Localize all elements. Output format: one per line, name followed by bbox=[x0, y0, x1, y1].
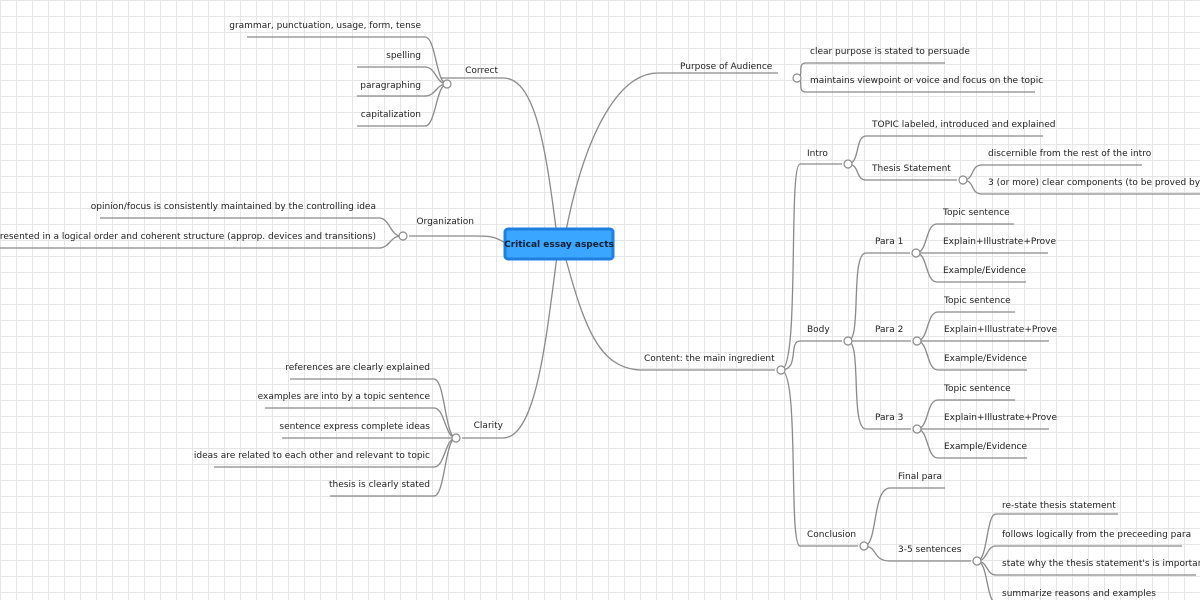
node-p1-example[interactable]: Example/Evidence bbox=[943, 266, 1026, 276]
node-conc-summarize[interactable]: summarize reasons and examples bbox=[1002, 589, 1156, 599]
node-conclusion[interactable]: Conclusion bbox=[807, 530, 856, 540]
node-intro-topic[interactable]: TOPIC labeled, introduced and explained bbox=[871, 120, 1055, 130]
node-body[interactable]: Body bbox=[807, 325, 830, 335]
collapse-toggle-content[interactable] bbox=[776, 365, 786, 375]
collapse-toggle-conclusion[interactable] bbox=[859, 541, 869, 551]
edge-intro-topic bbox=[847, 135, 867, 165]
node-para3[interactable]: Para 3 bbox=[875, 413, 903, 423]
node-para2[interactable]: Para 2 bbox=[875, 325, 903, 335]
node-p2-example[interactable]: Example/Evidence bbox=[944, 354, 1027, 364]
edge-org-1 bbox=[378, 217, 402, 237]
edge-conc-final bbox=[863, 487, 891, 547]
node-clarity-sentence[interactable]: sentence express complete ideas bbox=[279, 422, 430, 432]
edge-content-intro bbox=[780, 163, 801, 371]
collapse-toggle-clarity[interactable] bbox=[451, 433, 461, 443]
root-node[interactable]: Critical essay aspects bbox=[503, 227, 615, 261]
edge-content-body bbox=[780, 340, 801, 371]
node-org-focus[interactable]: opinion/focus is consistently maintained… bbox=[91, 202, 376, 212]
node-purpose-viewpoint[interactable]: maintains viewpoint or voice and focus o… bbox=[810, 76, 1043, 86]
collapse-toggle-organization[interactable] bbox=[398, 231, 408, 241]
left-branch-labels: Correct grammar, punctuation, usage, for… bbox=[0, 21, 504, 490]
collapse-toggle-para1[interactable] bbox=[911, 248, 921, 258]
node-p2-topic-sentence[interactable]: Topic sentence bbox=[943, 296, 1011, 306]
node-purpose[interactable]: Purpose of Audience bbox=[680, 62, 773, 72]
edge-p2-topic bbox=[916, 311, 939, 342]
collapse-toggle-body[interactable] bbox=[843, 336, 853, 346]
node-p3-example[interactable]: Example/Evidence bbox=[944, 442, 1027, 452]
collapse-toggle-sentences[interactable] bbox=[972, 556, 982, 566]
edge-p2-example bbox=[916, 340, 939, 371]
edge-root-organization bbox=[476, 235, 506, 244]
node-content[interactable]: Content: the main ingredient bbox=[644, 354, 775, 364]
node-organization[interactable]: Organization bbox=[416, 217, 474, 227]
collapse-toggle-intro[interactable] bbox=[843, 159, 853, 169]
collapse-knobs bbox=[398, 73, 982, 566]
node-thesis-statement[interactable]: Thesis Statement bbox=[871, 164, 951, 174]
edge-body-para3 bbox=[847, 340, 867, 430]
right-branch-labels: Purpose of Audience clear purpose is sta… bbox=[644, 47, 1200, 599]
edge-p3-topic bbox=[916, 399, 939, 430]
node-thesis-discernible[interactable]: discernible from the rest of the intro bbox=[988, 149, 1152, 159]
edge-root-correct bbox=[502, 77, 558, 237]
edge-content-conclusion bbox=[780, 369, 801, 547]
node-underlines bbox=[0, 36, 1200, 576]
node-conc-restate[interactable]: re-state thesis statement bbox=[1002, 501, 1116, 511]
collapse-toggle-thesis[interactable] bbox=[958, 175, 968, 185]
node-para1[interactable]: Para 1 bbox=[875, 237, 903, 247]
node-sentences[interactable]: 3-5 sentences bbox=[898, 545, 962, 555]
node-org-examples[interactable]: examples presented in a logical order an… bbox=[0, 232, 376, 242]
edge-root-content bbox=[564, 255, 641, 371]
node-p2-explain[interactable]: Explain+Illustrate+Prove bbox=[944, 325, 1057, 335]
node-p3-topic-sentence[interactable]: Topic sentence bbox=[943, 384, 1011, 394]
node-clarity[interactable]: Clarity bbox=[474, 421, 504, 431]
edge-clarity-5 bbox=[433, 437, 457, 497]
collapse-toggle-purpose[interactable] bbox=[792, 73, 802, 83]
collapse-toggle-para3[interactable] bbox=[912, 424, 922, 434]
node-p3-explain[interactable]: Explain+Illustrate+Prove bbox=[944, 413, 1057, 423]
node-clarity-references[interactable]: references are clearly explained bbox=[285, 363, 430, 373]
edge-org-2 bbox=[378, 235, 402, 249]
node-thesis-components[interactable]: 3 (or more) clear components (to be prov… bbox=[988, 178, 1200, 188]
edge-root-clarity bbox=[502, 255, 558, 439]
collapse-toggle-para2[interactable] bbox=[912, 336, 922, 346]
node-final-para[interactable]: Final para bbox=[898, 472, 942, 482]
node-clarity-ideas[interactable]: ideas are related to each other and rele… bbox=[194, 451, 430, 461]
edge-clarity-4 bbox=[433, 437, 457, 468]
node-purpose-persuade[interactable]: clear purpose is stated to persuade bbox=[810, 47, 970, 57]
node-p1-topic-sentence[interactable]: Topic sentence bbox=[942, 208, 1010, 218]
edge-p3-example bbox=[916, 428, 939, 459]
node-p1-explain[interactable]: Explain+Illustrate+Prove bbox=[943, 237, 1056, 247]
node-intro[interactable]: Intro bbox=[807, 149, 828, 159]
node-correct-capitalization[interactable]: capitalization bbox=[361, 110, 421, 120]
collapse-toggle-correct[interactable] bbox=[442, 79, 452, 89]
edge-correct-1 bbox=[424, 36, 448, 85]
node-clarity-thesis[interactable]: thesis is clearly stated bbox=[329, 480, 430, 490]
edge-body-para1 bbox=[847, 252, 867, 342]
node-correct-paragraphing[interactable]: paragraphing bbox=[360, 81, 421, 91]
node-correct[interactable]: Correct bbox=[465, 66, 498, 76]
node-correct-grammar[interactable]: grammar, punctuation, usage, form, tense bbox=[229, 21, 421, 31]
edge-p1-topic bbox=[915, 223, 938, 254]
node-conc-why[interactable]: state why the thesis statement's is impo… bbox=[1002, 559, 1200, 569]
edge-root-purpose bbox=[564, 72, 659, 237]
root-node-label: Critical essay aspects bbox=[504, 240, 614, 250]
root-node-box[interactable] bbox=[503, 227, 615, 261]
node-conc-follows[interactable]: follows logically from the preceeding pa… bbox=[1002, 530, 1191, 540]
node-correct-spelling[interactable]: spelling bbox=[386, 51, 421, 61]
edge-p1-example bbox=[915, 252, 938, 283]
node-clarity-examples[interactable]: examples are into by a topic sentence bbox=[258, 392, 431, 402]
edge-clarity-2 bbox=[433, 407, 457, 439]
